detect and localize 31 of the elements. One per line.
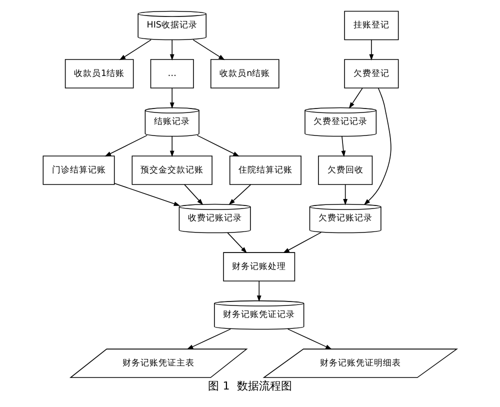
node-box: …	[150, 59, 194, 88]
arrow	[343, 184, 348, 206]
node-box: 收款员n结账	[210, 59, 280, 88]
node-box: 欠费回收	[318, 156, 373, 185]
arrow	[227, 232, 247, 254]
arrow	[228, 184, 252, 205]
node-box: 预交金交款记账	[132, 156, 212, 185]
arrow	[287, 328, 332, 350]
arrow	[192, 39, 225, 60]
arrow	[196, 134, 240, 156]
arrow	[170, 88, 174, 109]
arrow	[184, 184, 204, 205]
caption: 图 1 数据流程图	[208, 380, 292, 393]
node-box: 门诊结算记账	[42, 156, 115, 185]
arrow	[170, 39, 174, 61]
arrow	[119, 39, 152, 60]
arrow	[283, 232, 322, 254]
arrow	[256, 280, 262, 302]
arrow	[364, 88, 392, 206]
node-box: 收款员1结账	[64, 59, 134, 88]
arrow	[186, 328, 231, 350]
arrow	[104, 134, 148, 156]
node-box: 挂账登记	[344, 10, 399, 40]
arrow	[114, 182, 180, 206]
arrow	[170, 136, 174, 158]
node-box: 财务记账处理	[223, 252, 296, 282]
node-box: 住院结算记账	[229, 156, 302, 185]
node-box: 欠费登记	[344, 59, 399, 88]
arrow	[341, 136, 346, 158]
arrow	[369, 39, 374, 61]
arrow	[348, 88, 363, 109]
